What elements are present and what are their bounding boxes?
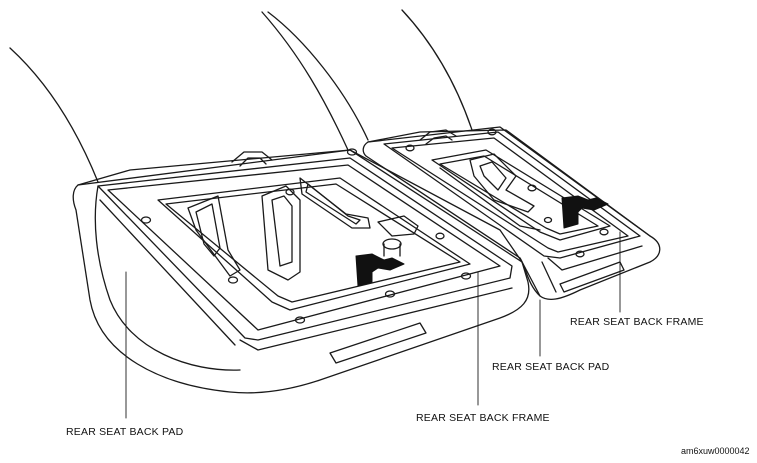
leader-lines: [125, 231, 621, 419]
label-left-seat-back-frame: REAR SEAT BACK FRAME: [416, 412, 550, 424]
removal-arrow-right-icon: [561, 195, 609, 229]
right-seat-back: [362, 126, 661, 301]
label-left-seat-back-pad: REAR SEAT BACK PAD: [66, 426, 184, 438]
right-seat-upholstery: [267, 9, 473, 141]
figure-code: am6xuw0000042: [681, 446, 750, 456]
label-right-seat-back-frame: REAR SEAT BACK FRAME: [570, 316, 704, 328]
left-seat-back: [72, 148, 530, 394]
label-right-seat-back-pad: REAR SEAT BACK PAD: [492, 361, 610, 373]
removal-arrow-left-icon: [355, 253, 405, 287]
left-seat-upholstery: [9, 11, 349, 183]
